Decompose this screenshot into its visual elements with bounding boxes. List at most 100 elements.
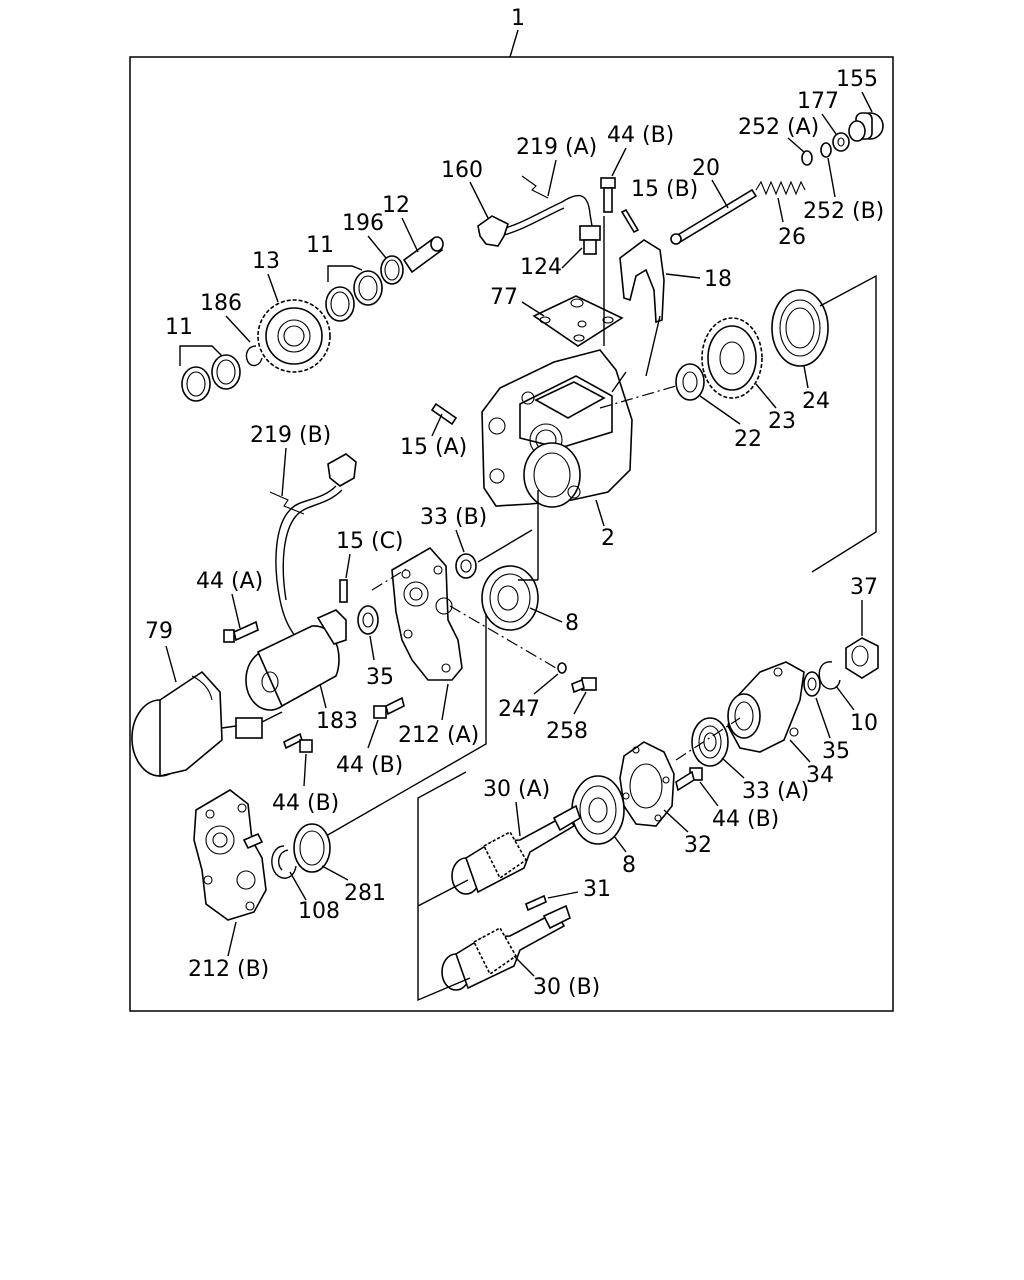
part-2-housing — [481, 349, 633, 508]
part-44b-right-bolt — [675, 767, 703, 792]
callout-212a: 212 (A) — [398, 723, 479, 748]
callout-26: 26 — [778, 225, 806, 250]
part-15c-pin — [339, 579, 348, 603]
callout-8-mid: 8 — [565, 611, 579, 636]
part-32-retainer — [619, 741, 675, 827]
part-44b-mid-bolt — [373, 696, 405, 719]
callout-155: 155 — [836, 67, 878, 92]
callout-13: 13 — [252, 249, 280, 274]
part-23-gear — [701, 317, 763, 399]
part-26-spring — [755, 180, 806, 196]
part-33b-seal — [455, 553, 477, 579]
callout-18: 18 — [704, 267, 732, 292]
callout-247: 247 — [498, 697, 540, 722]
callout-186: 186 — [200, 291, 242, 316]
part-124-switch — [579, 225, 601, 255]
callout-12: 12 — [382, 193, 410, 218]
callout-183: 183 — [316, 709, 358, 734]
callout-33b: 33 (B) — [420, 505, 487, 530]
part-12-pin — [402, 236, 444, 274]
callout-177: 177 — [797, 89, 839, 114]
callout-35-left: 35 — [366, 665, 394, 690]
callout-124: 124 — [520, 255, 562, 280]
part-35-left-washer — [357, 605, 379, 635]
part-10-snap-ring — [818, 661, 841, 690]
part-24-sleeve — [771, 289, 829, 367]
callout-2: 2 — [601, 526, 615, 551]
callout-30b: 30 (B) — [533, 975, 600, 1000]
callout-44b-right: 44 (B) — [712, 807, 779, 832]
part-247-washer — [557, 662, 567, 674]
part-108-snap-ring — [271, 845, 297, 879]
part-18-shift-fork — [619, 239, 665, 324]
callout-79: 79 — [145, 619, 173, 644]
callout-44b-top: 44 (B) — [607, 123, 674, 148]
callout-11-mid: 11 — [306, 233, 334, 258]
callout-23: 23 — [768, 409, 796, 434]
part-34-flange — [727, 661, 805, 753]
part-15b-pin — [620, 208, 640, 234]
part-11-mid-bearing — [325, 270, 383, 322]
callout-44b-mid: 44 (B) — [336, 753, 403, 778]
part-77-cover-plate — [532, 295, 624, 347]
part-252b-washer — [820, 142, 832, 158]
callout-196: 196 — [342, 211, 384, 236]
part-183-actuator — [245, 609, 347, 711]
callout-20: 20 — [692, 156, 720, 181]
part-44a-bolt — [223, 620, 259, 643]
part-281-ring — [293, 823, 331, 873]
callout-10: 10 — [850, 711, 878, 736]
callout-33a: 33 (A) — [742, 779, 809, 804]
part-212a-cover — [391, 546, 463, 681]
callout-24: 24 — [802, 389, 830, 414]
callout-258: 258 — [546, 719, 588, 744]
part-8-low-bearing — [571, 775, 625, 845]
part-37-nut — [845, 637, 879, 679]
callout-108: 108 — [298, 899, 340, 924]
callout-30a: 30 (A) — [483, 777, 550, 802]
part-79-cover — [131, 670, 283, 778]
callout-219a: 219 (A) — [516, 135, 597, 160]
callout-15a: 15 (A) — [400, 435, 467, 460]
part-160-connector — [477, 215, 509, 247]
part-252a-washer — [801, 150, 813, 166]
part-13-gear — [257, 299, 331, 373]
part-155-bushing — [848, 112, 884, 142]
part-33a-seal — [691, 717, 729, 767]
part-212b-cover — [193, 789, 267, 921]
part-8-mid-bearing — [481, 565, 539, 631]
part-11-left-bearing — [181, 354, 241, 402]
callout-252a: 252 (A) — [738, 115, 819, 140]
callout-34: 34 — [806, 763, 834, 788]
part-219a-harness — [497, 175, 593, 237]
part-31-key — [525, 894, 547, 912]
callout-8-low: 8 — [622, 853, 636, 878]
callout-160: 160 — [441, 158, 483, 183]
part-30a-shaft — [451, 804, 581, 895]
part-15a-dowel — [430, 402, 458, 426]
part-258-bolt — [571, 677, 597, 694]
callout-77: 77 — [490, 285, 518, 310]
callout-31: 31 — [583, 877, 611, 902]
part-22-thrust-washer — [675, 363, 705, 401]
callout-32: 32 — [684, 833, 712, 858]
callout-35-right: 35 — [822, 739, 850, 764]
callout-252b: 252 (B) — [803, 199, 884, 224]
part-44b-left-bolt — [283, 732, 313, 753]
callout-15b: 15 (B) — [631, 177, 698, 202]
part-196-ring — [380, 255, 404, 285]
part-177-nut — [832, 132, 850, 152]
callout-44a: 44 (A) — [196, 569, 263, 594]
callout-219b: 219 (B) — [250, 423, 331, 448]
assembly-frame — [129, 56, 894, 1012]
callout-44b-left: 44 (B) — [272, 791, 339, 816]
callout-15c: 15 (C) — [336, 529, 404, 554]
callout-281: 281 — [344, 881, 386, 906]
part-35-right-washer — [803, 671, 821, 697]
callout-212b: 212 (B) — [188, 957, 269, 982]
callout-22: 22 — [734, 427, 762, 452]
callout-1: 1 — [511, 6, 525, 31]
part-44b-top-bolt — [600, 177, 616, 213]
callout-37: 37 — [850, 575, 878, 600]
